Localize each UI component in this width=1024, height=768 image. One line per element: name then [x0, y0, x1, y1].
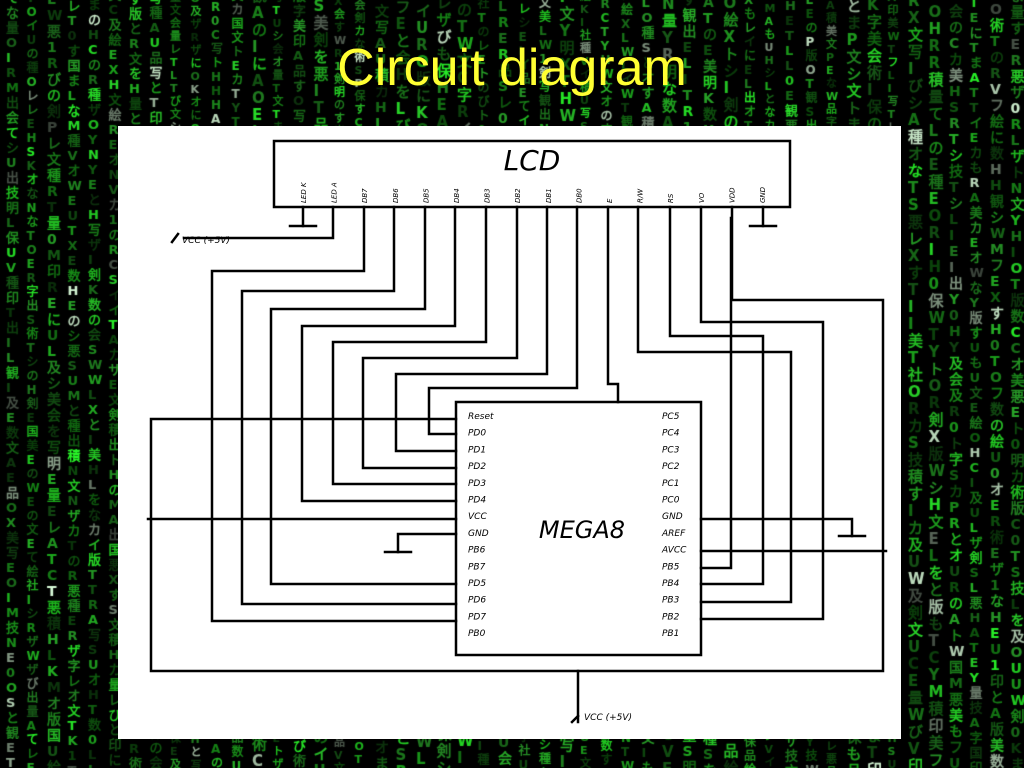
- lcd-pin-label: DB5: [422, 188, 430, 203]
- lcd-module: [272, 139, 792, 209]
- lcd-pin-label: DB4: [453, 188, 461, 203]
- wire-pb5: [699, 216, 733, 570]
- mcu-pin-label: PB7: [468, 562, 486, 572]
- mcu-pin-label: PC3: [662, 445, 680, 455]
- lcd-pin-label: DB6: [392, 188, 400, 203]
- wire-db4: [300, 205, 458, 503]
- mcu-pin-label: AVCC: [661, 546, 687, 556]
- mcu-pin-label: PB6: [468, 546, 486, 556]
- mcu-pin-label: PB2: [662, 612, 680, 622]
- mcu-pin-label: PD1: [468, 445, 486, 455]
- wire-mcu-gnd: [396, 532, 458, 554]
- wire-leda: [182, 205, 335, 240]
- lcd-pin-label: DB7: [361, 188, 369, 203]
- wire-rw: [636, 205, 793, 604]
- mcu-pin-label: PC1: [662, 479, 679, 489]
- mcu-pin-label: PB4: [662, 579, 680, 589]
- mcu-pin-label: PD2: [468, 462, 486, 472]
- lcd-pin-label: DB1: [545, 188, 553, 203]
- lcd-pin-label: VDD: [728, 187, 736, 203]
- wire-db5: [269, 205, 458, 586]
- wire-db1: [394, 205, 549, 453]
- vcc-arrows: [170, 232, 580, 724]
- lcd-pin-label: LED K: [300, 181, 308, 203]
- mcu-pin-label: GND: [468, 529, 489, 539]
- mcu-pin-label: PC0: [662, 496, 680, 506]
- vcc-label-bottom: VCC (+5V): [584, 713, 632, 723]
- lcd-pin-label: RS: [667, 193, 675, 203]
- mcu-pin-label: PB3: [662, 596, 680, 606]
- mcu-pin-label: Reset: [468, 412, 494, 422]
- mcu-pin-label: PB0: [468, 629, 486, 639]
- mcu-pin-label: PC2: [662, 462, 680, 472]
- lcd-pin-label: R/W: [637, 188, 645, 203]
- lcd-pin-label: DB0: [575, 188, 583, 203]
- mcu-pin-label: PC4: [662, 429, 680, 439]
- mcu-pin-label: PD6: [468, 596, 486, 606]
- mcu-pin-label: PD7: [468, 612, 486, 622]
- wire-db2: [361, 205, 519, 470]
- slide-title: Circuit diagram: [337, 39, 687, 97]
- mcu-pin-label: PD4: [468, 496, 486, 506]
- lcd-pin-label: VO: [698, 192, 706, 203]
- wire-db0: [427, 205, 579, 436]
- lcd-pin-label: E: [606, 198, 614, 203]
- lcd-pin-label: LED A: [331, 182, 339, 203]
- mcu-pin-label: PC5: [662, 412, 680, 422]
- mcu-pin-label: PB1: [662, 629, 679, 639]
- mcu-pin-label: PB5: [662, 562, 680, 572]
- wire-vo: [699, 205, 825, 621]
- wires: [146, 205, 888, 724]
- wire-e: [606, 205, 620, 404]
- lcd-pin-label: DB2: [514, 188, 522, 203]
- lcd-pin-label: GND: [759, 186, 767, 203]
- mcu-label: MEGA8: [539, 516, 625, 544]
- wire-db6: [240, 205, 458, 606]
- mcu-chip: [454, 400, 703, 657]
- lcd-pin-label: DB3: [484, 188, 492, 203]
- mcu-pin-label: GND: [662, 512, 683, 522]
- wire-db3: [331, 205, 488, 486]
- mcu-pin-label: PD5: [468, 579, 486, 589]
- mcu-pin-label: VCC: [468, 512, 487, 522]
- mcu-pin-label: AREF: [661, 529, 686, 539]
- wire-rs: [668, 205, 765, 586]
- mcu-pin-label: PD0: [468, 429, 486, 439]
- wire-gnd-right: [699, 517, 854, 538]
- wire-db7: [210, 205, 458, 623]
- lcd-label: LCD: [504, 144, 561, 177]
- mcu-pin-label: PD3: [468, 479, 486, 489]
- vcc-label-top: VCC (+5V): [182, 236, 230, 246]
